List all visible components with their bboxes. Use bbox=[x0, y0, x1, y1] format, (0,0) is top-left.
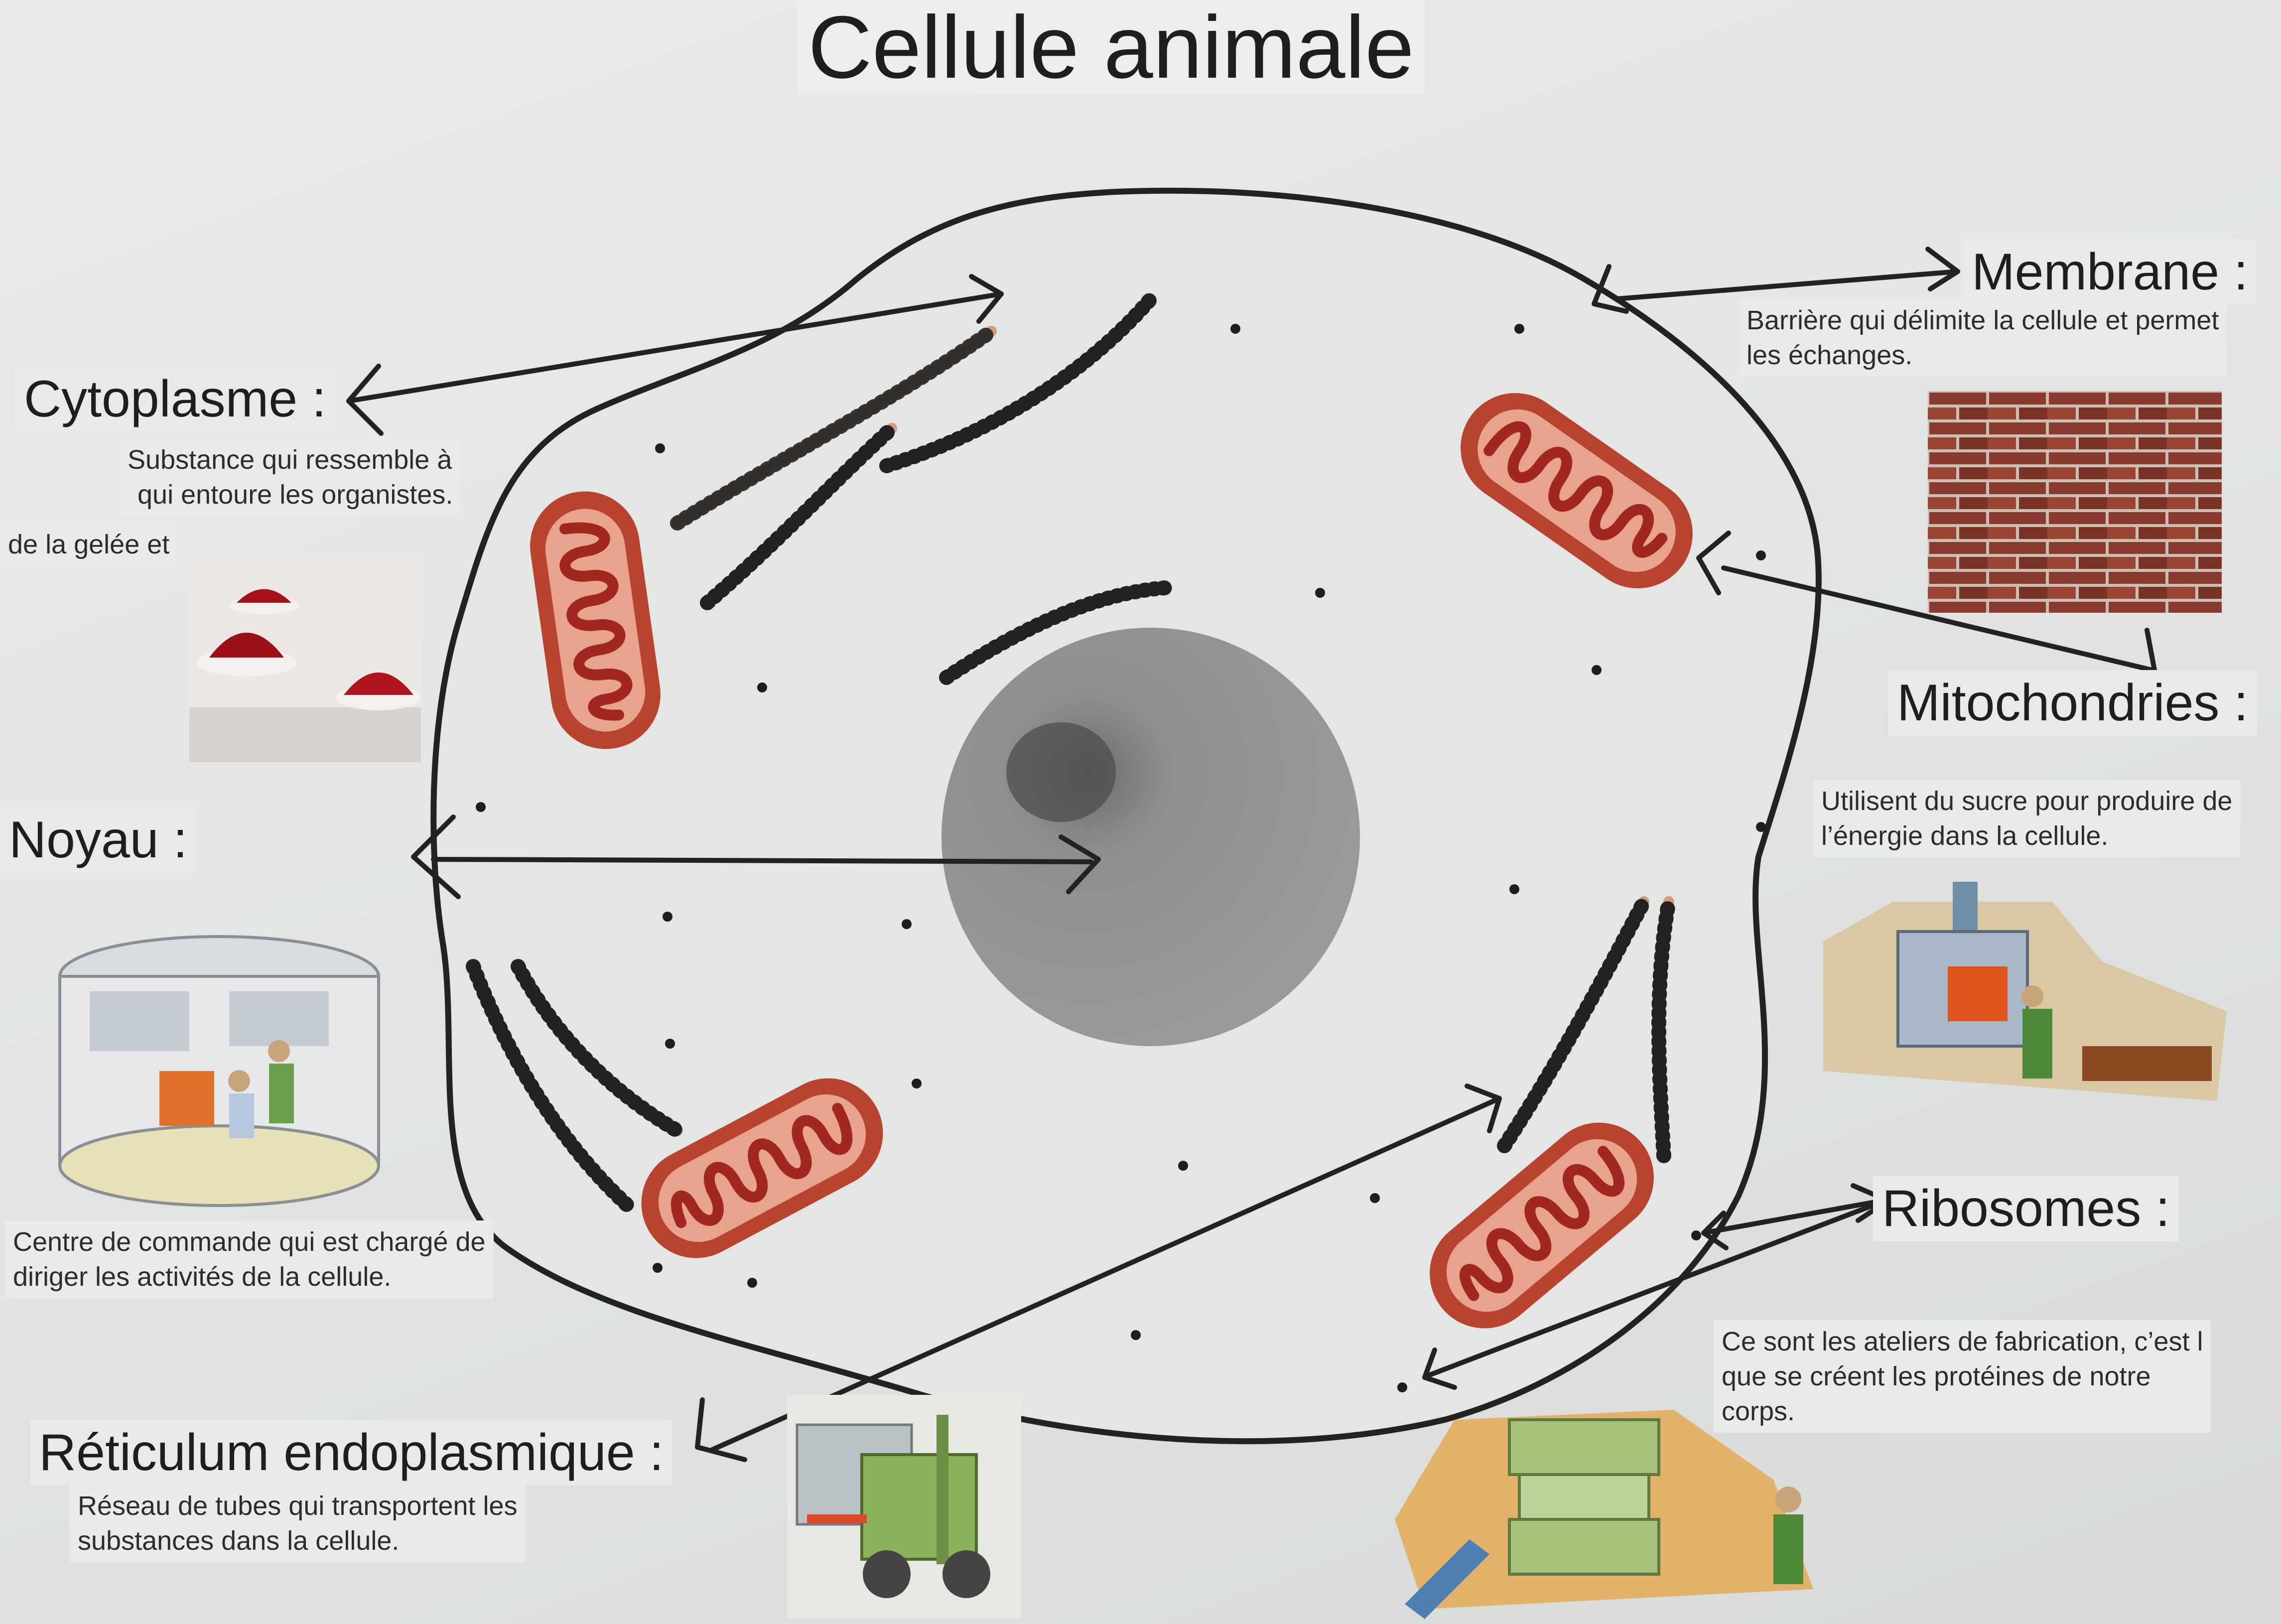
forklift-picture bbox=[787, 1395, 1021, 1619]
cytoplasme-description-3: de la gelée et bbox=[0, 523, 178, 566]
endoplasmic-reticulum bbox=[466, 291, 1676, 1213]
forklift-image bbox=[787, 1395, 1021, 1619]
membrane-line-2: les échanges. bbox=[1746, 340, 1913, 370]
reticulum-heading: Réticulum endoplasmique : bbox=[30, 1420, 673, 1486]
ribosomes-heading: Ribosomes : bbox=[1873, 1176, 2179, 1241]
noyau-line-1: Centre de commande qui est chargé de bbox=[13, 1227, 486, 1257]
jelly-photo bbox=[189, 558, 421, 762]
label-arrows bbox=[346, 247, 2157, 1462]
membrane-heading: Membrane : bbox=[1963, 239, 2257, 305]
mitochondries-line-1: Utilisent du sucre pour produire de bbox=[1821, 786, 2233, 816]
cytoplasme-heading: Cytoplasme : bbox=[15, 366, 335, 432]
reticulum-line-2: substances dans la cellule. bbox=[78, 1526, 400, 1556]
brick-wall-picture bbox=[1928, 391, 2222, 613]
furnace-picture bbox=[1823, 882, 2227, 1121]
mitochondries-line-2: l’énergie dans la cellule. bbox=[1821, 821, 2109, 851]
page-title: Cellule animale bbox=[797, 0, 1425, 95]
mitochondries-heading: Mitochondries : bbox=[1888, 670, 2258, 736]
jelly-desserts-image bbox=[189, 558, 421, 762]
ribosomes-description: Ce sont les ateliers de fabrication, c’e… bbox=[1714, 1320, 2211, 1433]
cytoplasme-description: Substance qui ressemble à qui entoure le… bbox=[120, 438, 461, 516]
furnace-image bbox=[1823, 882, 2227, 1101]
nucleolus bbox=[1006, 722, 1116, 822]
brick-wall-image bbox=[1928, 391, 2222, 613]
reticulum-description: Réseau de tubes qui transportent les sub… bbox=[70, 1485, 526, 1562]
workshop-image bbox=[1395, 1410, 1813, 1619]
control-room-picture bbox=[50, 922, 389, 1220]
mitochondries-description: Utilisent du sucre pour produire de l’én… bbox=[1813, 780, 2241, 857]
ribosomes-line-2: que se créent les protéines de notre bbox=[1722, 1361, 2151, 1391]
ribosomes bbox=[476, 324, 1766, 1392]
cytoplasme-line-1: Substance qui ressemble à bbox=[128, 445, 452, 475]
noyau-line-2: diriger les activités de la cellule. bbox=[13, 1262, 392, 1292]
control-room-image bbox=[58, 935, 380, 1207]
ribosomes-line-1: Ce sont les ateliers de fabrication, c’e… bbox=[1722, 1327, 2203, 1356]
workshop-picture bbox=[1395, 1390, 1818, 1619]
cytoplasme-line-2: qui entoure les organistes. bbox=[137, 480, 453, 510]
reticulum-line-1: Réseau de tubes qui transportent les bbox=[78, 1491, 518, 1521]
noyau-heading: Noyau : bbox=[0, 807, 197, 873]
membrane-description: Barrière qui délimite la cellule et perm… bbox=[1739, 299, 2227, 377]
noyau-description: Centre de commande qui est chargé de dir… bbox=[5, 1220, 494, 1298]
nucleus bbox=[941, 628, 1360, 1046]
membrane-line-1: Barrière qui délimite la cellule et perm… bbox=[1746, 305, 2219, 335]
ribosomes-line-3: corps. bbox=[1722, 1396, 1795, 1426]
